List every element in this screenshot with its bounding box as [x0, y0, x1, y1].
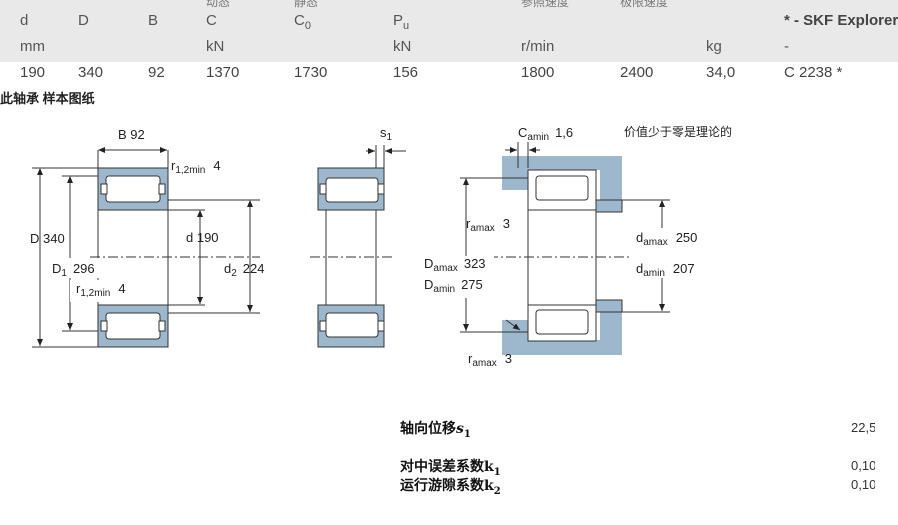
header-cut-reference-speed: 参照速度: [521, 0, 570, 9]
unit-kg: kg: [706, 38, 722, 55]
value-mass: 34,0: [706, 64, 736, 81]
value-D: 340: [78, 64, 104, 81]
header-Pu: Pu: [393, 12, 410, 32]
skf-explorer-note: * - SKF Explorer: [784, 12, 898, 29]
spec-values-row: 190 340 92 1370 1730 156 1800 2400 34,0 …: [0, 62, 898, 84]
header-C0: C0: [294, 12, 311, 32]
label-d: d 190: [186, 230, 219, 245]
value-C0: 1730: [294, 64, 328, 81]
unit-rpm: r/min: [521, 38, 555, 55]
unit-kn-c: kN: [206, 38, 225, 55]
header-d: d: [20, 12, 29, 29]
header-cut-static: 静态: [294, 0, 319, 9]
value-Pu: 156: [393, 64, 419, 81]
bearing-section-displacement: [310, 145, 406, 348]
bearing-section-abutment: [422, 142, 712, 355]
value-axial-displacement: 22,5: [851, 420, 875, 435]
header-cut-dynamic: 动态: [206, 0, 231, 9]
value-B: 92: [148, 64, 165, 81]
label-clearance-factor: 运行游隙系数k2: [400, 478, 501, 497]
spec-table: 动态 静态 参照速度 极限速度 d D B C C0 Pu * - SKF Ex…: [0, 0, 898, 62]
value-C: 1370: [206, 64, 240, 81]
drawing-title: 此轴承 样本图纸: [0, 91, 95, 106]
label-s1: s1: [380, 125, 393, 143]
label-D: D 340: [30, 231, 65, 246]
bearing-section-main: [32, 147, 260, 348]
label-axial-displacement: 轴向位移s1: [400, 421, 471, 440]
label-B: B 92: [118, 127, 145, 142]
value-reference-speed: 1800: [521, 64, 555, 81]
unit-kn-pu: kN: [393, 38, 412, 55]
header-D: D: [78, 12, 89, 29]
header-B: B: [148, 12, 159, 29]
value-designation[interactable]: C 2238 *: [784, 64, 843, 81]
value-d: 190: [20, 64, 46, 81]
value-misalignment-factor: 0,10: [851, 458, 875, 473]
calculation-factors: 轴向位移s1 22,5 对中误差系数k1 0,10 运行游隙系数k2 0,10: [0, 410, 898, 510]
unit-mm: mm: [20, 38, 45, 55]
value-clearance-factor: 0,10: [851, 477, 875, 492]
theoretical-value-note: 价值少于零是理论的: [624, 124, 732, 139]
header-C: C: [206, 12, 217, 29]
header-cut-limiting-speed: 极限速度: [620, 0, 669, 9]
value-limiting-speed: 2400: [620, 64, 654, 81]
unit-dash: -: [784, 38, 789, 55]
label-misalignment-factor: 对中误差系数k1: [400, 459, 501, 478]
